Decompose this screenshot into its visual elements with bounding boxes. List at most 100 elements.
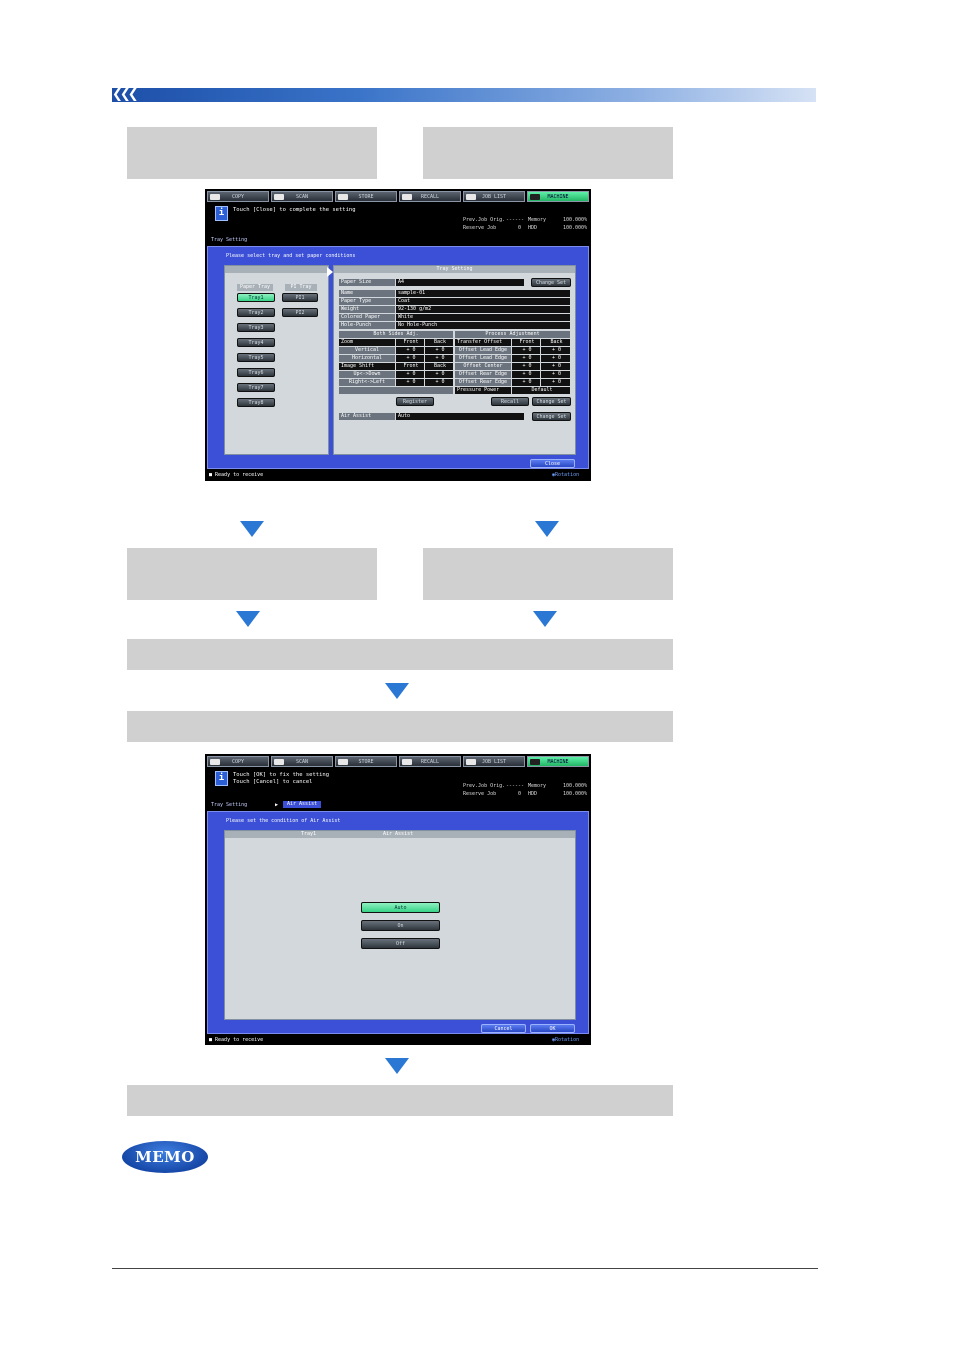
tray1-button[interactable]: Tray1: [237, 293, 275, 302]
tray2-button[interactable]: Tray2: [237, 308, 275, 317]
store-icon: [338, 194, 348, 200]
right-left-front-value: + 0: [396, 379, 424, 386]
prop-hole-punch-label: Hole-Punch: [339, 322, 395, 329]
change-set-air-assist-button[interactable]: Change Set: [532, 412, 571, 421]
tab-machine[interactable]: MACHINE: [527, 756, 589, 767]
chevron-marks-icon: ❮❮❮: [112, 87, 139, 102]
close-button[interactable]: Close: [530, 459, 575, 468]
store-icon: [338, 759, 348, 765]
reserve-job-label: Reserve Job: [463, 225, 497, 231]
reserve-job-value: 0: [518, 791, 522, 797]
offset-rear-edge-label: Offset Rear Edge: [455, 371, 511, 378]
tab-store[interactable]: STORE: [335, 756, 397, 767]
recall-icon: [402, 759, 412, 765]
reserve-job-label: Reserve Job: [463, 791, 497, 797]
image-shift-label: Image Shift: [339, 363, 395, 370]
recall-icon: [402, 194, 412, 200]
tab-store[interactable]: STORE: [335, 191, 397, 202]
printer-icon: ■: [209, 1037, 216, 1043]
air-assist-screen: COPY SCAN STORE RECALL JOB LIST MACHINE …: [205, 754, 591, 1045]
tray-setting-screen: COPY SCAN STORE RECALL JOB LIST MACHINE …: [205, 189, 591, 481]
horizontal-label: Horizontal: [339, 355, 395, 362]
copy-icon: [210, 194, 220, 200]
on-option-button[interactable]: On: [361, 920, 440, 931]
tray-list-header: [225, 266, 328, 273]
change-set-adjust-button[interactable]: Change Set: [532, 397, 571, 406]
tray7-button[interactable]: Tray7: [237, 383, 275, 392]
tab-copy[interactable]: COPY: [207, 191, 269, 202]
tray4-button[interactable]: Tray4: [237, 338, 275, 347]
instruction-text: Please set the condition of Air Assist: [226, 818, 341, 824]
horizontal-front-value: + 0: [396, 355, 424, 362]
front-label-2: Front: [512, 339, 540, 346]
step-box-right-2: [423, 548, 673, 600]
offset-center-label: Offset Center: [455, 363, 511, 370]
tab-scan[interactable]: SCAN: [271, 756, 333, 767]
tab-machine[interactable]: MACHINE: [527, 191, 589, 202]
auto-option-button[interactable]: Auto: [361, 902, 440, 913]
rear-edge-back-value: + 0: [541, 371, 570, 378]
up-down-back-value: + 0: [425, 371, 453, 378]
tab-job-list[interactable]: JOB LIST: [463, 191, 525, 202]
ready-status: ■ Ready to receive: [209, 1037, 264, 1043]
breadcrumb-tray-setting: Tray Setting: [211, 802, 248, 808]
vertical-front-value: + 0: [396, 347, 424, 354]
instruction-text: Please select tray and set paper conditi…: [226, 253, 356, 259]
register-button[interactable]: Register: [396, 397, 434, 406]
step-box-3: [127, 639, 673, 670]
back-label: Back: [425, 339, 453, 346]
ok-button[interactable]: OK: [530, 1024, 575, 1033]
scan-icon: [274, 759, 284, 765]
pi1-button[interactable]: PI1: [282, 293, 318, 302]
reserve-job-value: 0: [518, 225, 522, 231]
prop-name-label: Name: [339, 290, 395, 297]
zoom-label: Zoom: [339, 339, 395, 346]
up-down-label: Up<->Down: [339, 371, 395, 378]
tray6-button[interactable]: Tray6: [237, 368, 275, 377]
step-box-5: [127, 1085, 673, 1116]
tab-job-list[interactable]: JOB LIST: [463, 756, 525, 767]
copy-icon: [210, 759, 220, 765]
air-assist-value: Auto: [396, 413, 524, 420]
machine-icon: [530, 194, 540, 200]
air-assist-header: [225, 831, 575, 838]
tab-copy[interactable]: COPY: [207, 756, 269, 767]
lead-edge-back-value-2: + 0: [541, 355, 570, 362]
scan-icon: [274, 194, 284, 200]
step-box-left-2: [127, 548, 377, 600]
tab-recall[interactable]: RECALL: [399, 756, 461, 767]
pressure-power-value: Default: [512, 387, 570, 394]
pointer-arrow-icon: [327, 267, 333, 277]
recall-button[interactable]: Recall: [491, 397, 529, 406]
flow-arrow-icon: [236, 611, 260, 627]
change-set-paper-button[interactable]: Change Set: [531, 278, 571, 287]
memory-label: Memory: [528, 783, 547, 789]
pi-tray-label: PI Tray: [285, 284, 317, 291]
tab-recall[interactable]: RECALL: [399, 191, 461, 202]
off-option-button[interactable]: Off: [361, 938, 440, 949]
air-assist-panel: Tray1 Air Assist Auto On Off: [224, 830, 576, 1020]
tray8-button[interactable]: Tray8: [237, 398, 275, 407]
pi2-button[interactable]: PI2: [282, 308, 318, 317]
offset-rear-edge-label-2: Offset Rear Edge: [455, 379, 511, 386]
horizontal-back-value: + 0: [425, 355, 453, 362]
header-gradient-bar: [112, 88, 816, 102]
hdd-value: 100.000%: [563, 225, 588, 231]
tray3-button[interactable]: Tray3: [237, 323, 275, 332]
paper-size-label: Paper Size: [339, 279, 395, 286]
back-label-2: Back: [541, 339, 570, 346]
rotation-indicator: ◉Rotation: [552, 472, 580, 478]
tray-setting-panel: Tray Setting Paper Size A4 Change Set Na…: [333, 265, 576, 455]
rear-edge-back-value-2: + 0: [541, 379, 570, 386]
column-air-assist: Air Assist: [383, 831, 414, 837]
flow-arrow-icon: [535, 521, 559, 537]
job-list-icon: [466, 759, 476, 765]
hdd-label: HDD: [528, 791, 538, 797]
cancel-button[interactable]: Cancel: [481, 1024, 526, 1033]
main-panel: Please select tray and set paper conditi…: [207, 246, 589, 469]
vertical-back-value: + 0: [425, 347, 453, 354]
lead-edge-front-value: + 0: [512, 347, 540, 354]
tray5-button[interactable]: Tray5: [237, 353, 275, 362]
tab-scan[interactable]: SCAN: [271, 191, 333, 202]
prev-job-label: Prev.Job Orig.: [463, 783, 506, 789]
